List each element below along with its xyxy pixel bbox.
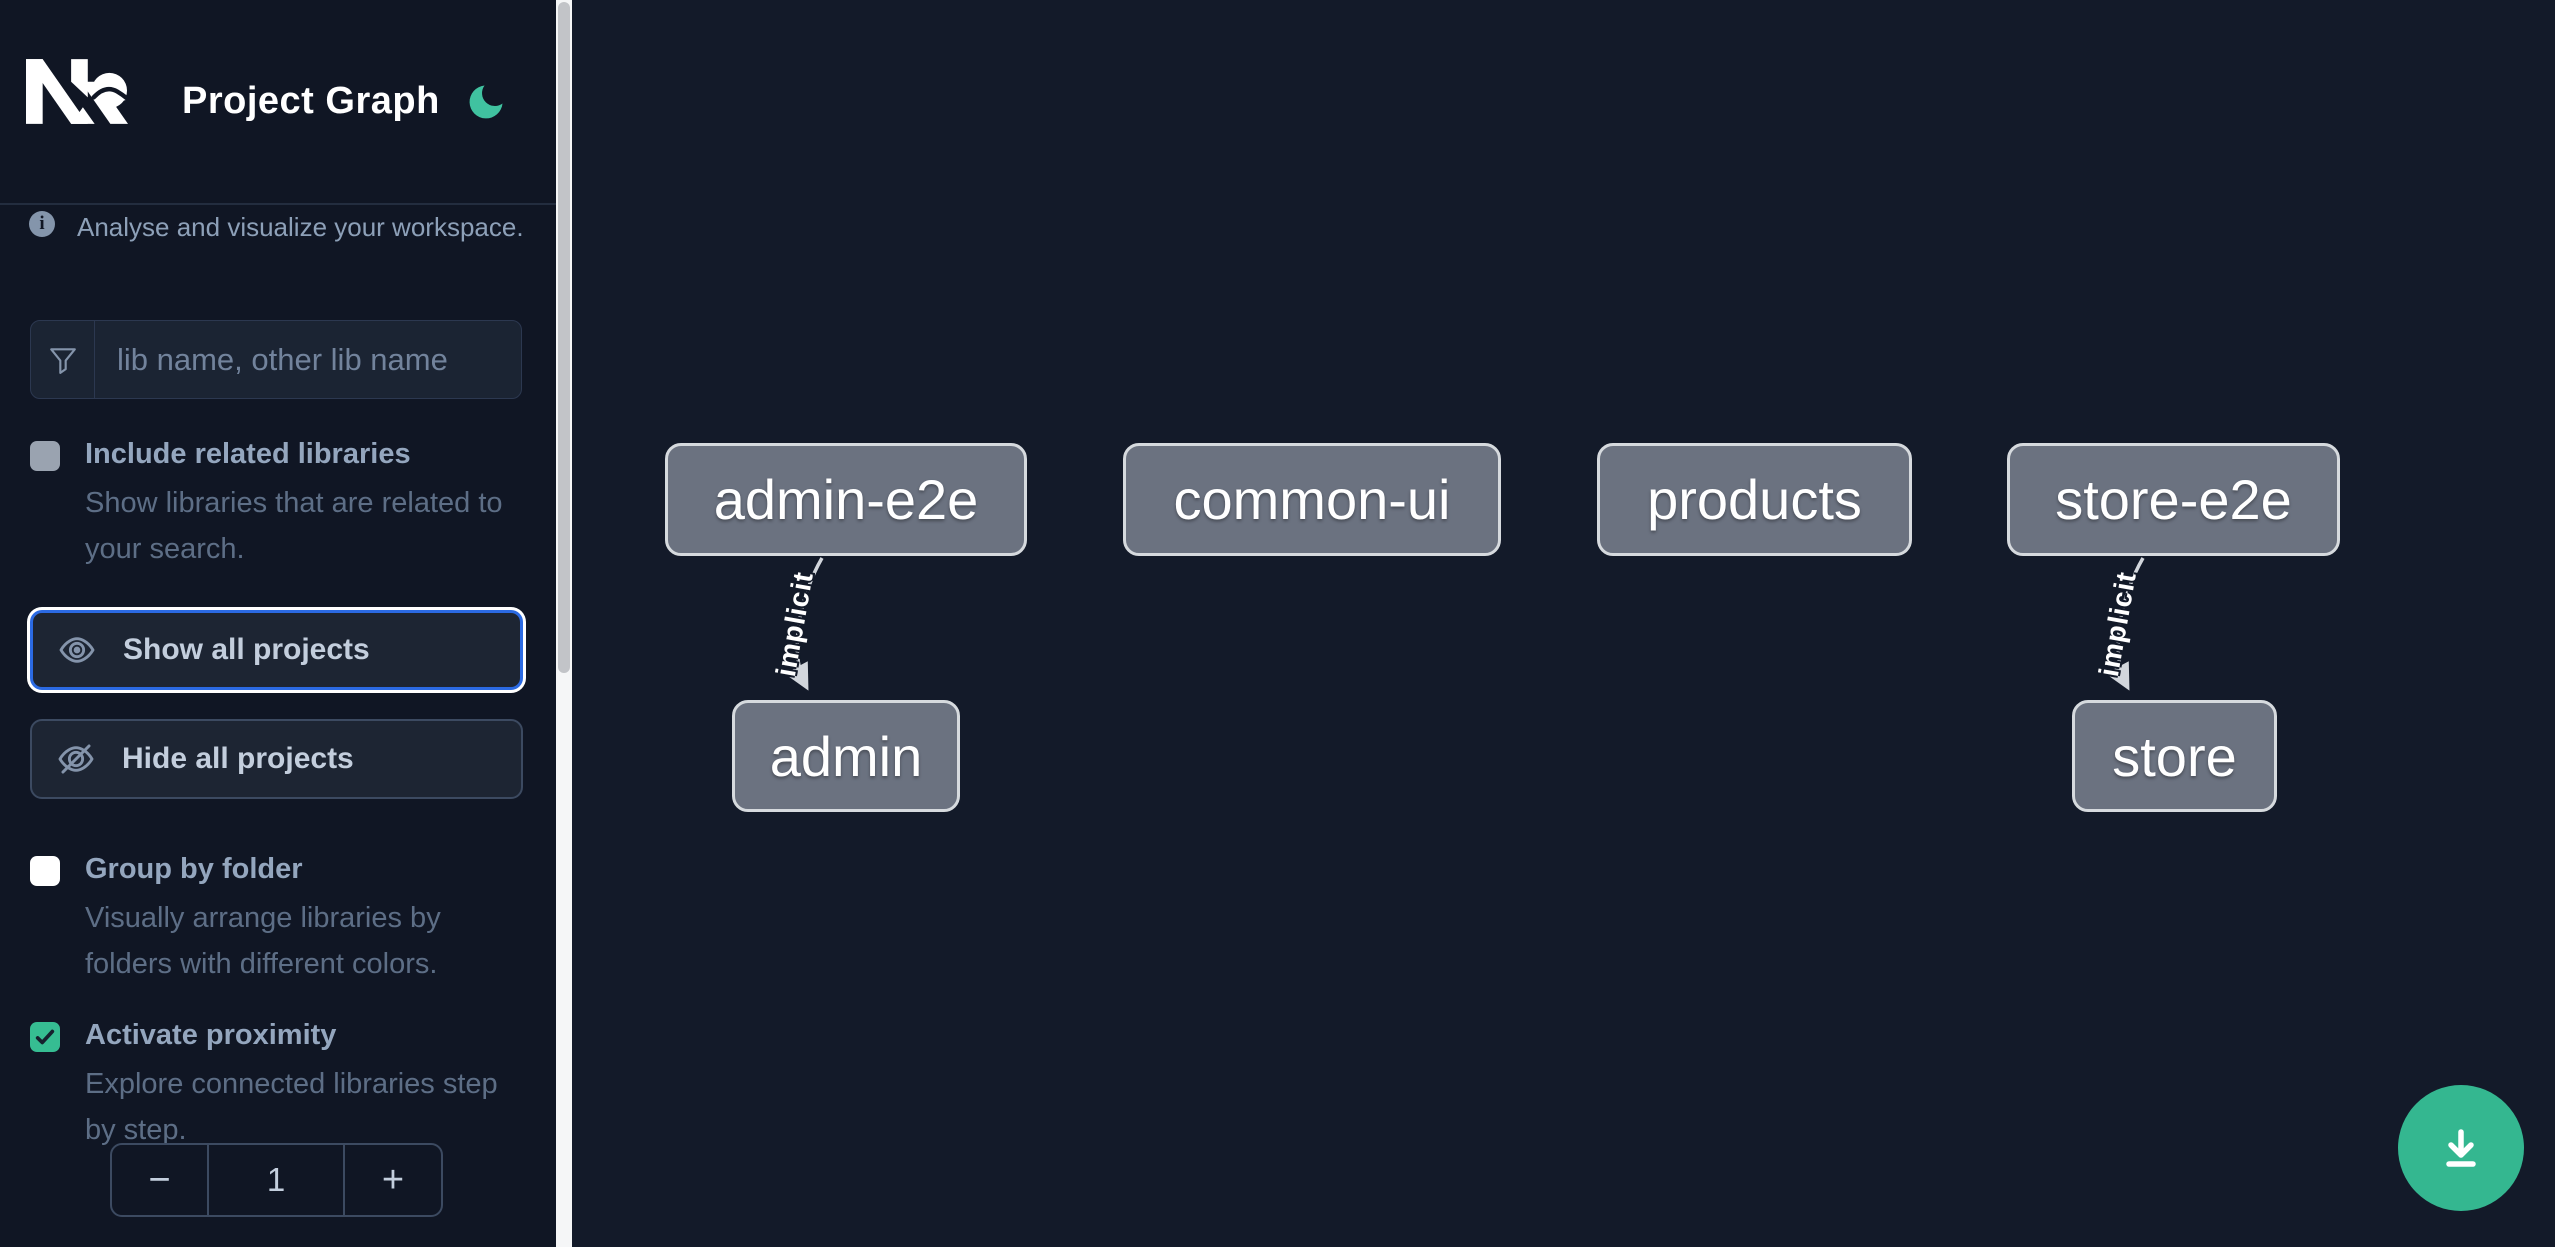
search-input[interactable] — [95, 321, 521, 398]
graph-node-store[interactable]: store — [2072, 700, 2277, 812]
graph-node-admin[interactable]: admin — [732, 700, 960, 812]
show-all-projects-label: Show all projects — [123, 633, 370, 666]
download-icon — [2446, 1129, 2476, 1167]
filter-search — [30, 320, 522, 399]
graph-node-admin-e2e[interactable]: admin-e2e — [665, 443, 1027, 556]
option-label: Group by folder — [85, 853, 303, 885]
download-image-button[interactable] — [2398, 1085, 2524, 1211]
option-group-by-folder: Group by folder Visually arrange librari… — [30, 853, 526, 983]
hide-all-projects-label: Hide all projects — [122, 742, 354, 775]
eye-icon — [57, 630, 97, 670]
info-icon: i — [29, 211, 55, 237]
hide-all-projects-button[interactable]: Hide all projects — [30, 719, 523, 799]
funnel-icon — [31, 321, 95, 398]
sidebar: Project Graph i Analyse and visualize yo… — [0, 0, 556, 1247]
option-include-related-libraries: Include related libraries Show libraries… — [30, 438, 526, 568]
decrement-button[interactable]: − — [112, 1145, 209, 1215]
page-title: Project Graph — [182, 80, 440, 122]
sidebar-header: Project Graph — [0, 0, 556, 203]
activate-proximity-checkbox[interactable] — [30, 1022, 60, 1052]
graph-node-store-e2e[interactable]: store-e2e — [2007, 443, 2340, 556]
proximity-depth-value: 1 — [266, 1161, 286, 1198]
option-description: Show libraries that are related to your … — [85, 487, 503, 565]
graph-node-products[interactable]: products — [1597, 443, 1912, 556]
graph-node-common-ui[interactable]: common-ui — [1123, 443, 1501, 556]
option-activate-proximity: Activate proximity Explore connected lib… — [30, 1019, 526, 1149]
header-divider — [0, 203, 556, 205]
proximity-depth-stepper: − 1 + — [110, 1143, 443, 1217]
sidebar-scrollbar-thumb[interactable] — [558, 2, 570, 673]
nx-logo — [26, 59, 128, 124]
moon-icon — [469, 85, 503, 119]
eye-off-icon — [56, 739, 96, 779]
increment-button[interactable]: + — [343, 1145, 441, 1215]
option-label: Include related libraries — [85, 438, 411, 470]
checkmark-icon — [35, 1029, 55, 1045]
theme-toggle-button[interactable] — [464, 80, 508, 124]
option-description: Explore connected libraries step by step… — [85, 1068, 498, 1146]
show-all-projects-button[interactable]: Show all projects — [30, 610, 523, 690]
include-related-checkbox[interactable] — [30, 441, 60, 471]
sidebar-scrollbar-track[interactable] — [556, 0, 572, 1247]
workspace-info: i Analyse and visualize your workspace. — [29, 205, 529, 265]
option-label: Activate proximity — [85, 1019, 337, 1051]
option-description: Visually arrange libraries by folders wi… — [85, 902, 441, 980]
group-by-folder-checkbox[interactable] — [30, 856, 60, 886]
graph-canvas[interactable] — [572, 0, 2555, 1247]
workspace-subtitle: Analyse and visualize your workspace. — [77, 212, 524, 242]
